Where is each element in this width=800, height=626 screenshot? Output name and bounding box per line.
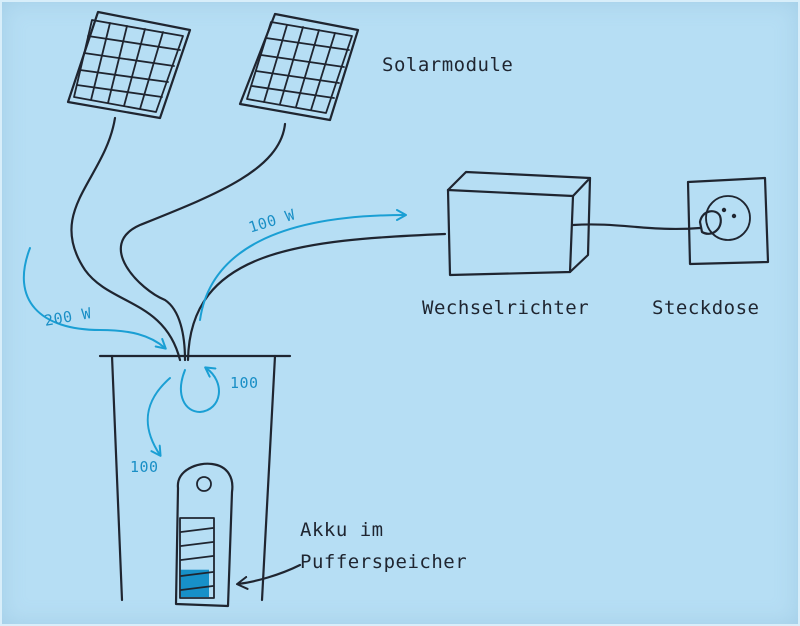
solar-panel-left [66, 10, 192, 120]
outlet-label: Steckdose [652, 297, 760, 319]
flow-arrow-to-inverter [199, 209, 407, 321]
battery [174, 462, 234, 608]
power-outlet [686, 176, 770, 266]
flow-label-to-battery: 100 [130, 458, 159, 476]
panel-cables [70, 116, 447, 362]
inverter-outlet-cable [571, 223, 702, 231]
inverter-label: Wechselrichter [422, 297, 590, 319]
flow-arrow-to-battery [146, 377, 171, 457]
flow-arrow-loop [180, 366, 220, 413]
battery-label-line2: Pufferspeicher [300, 551, 468, 573]
flow-arrow-input [22, 247, 167, 350]
storage-tank [98, 354, 292, 602]
solar-modules-label: Solarmodule [382, 54, 514, 76]
battery-label-line1: Akku im [300, 519, 384, 541]
flow-label-loop: 100 [230, 374, 259, 392]
inverter-box [446, 170, 592, 277]
battery-pointer-arrow [236, 563, 302, 590]
solar-panel-right [238, 12, 360, 122]
